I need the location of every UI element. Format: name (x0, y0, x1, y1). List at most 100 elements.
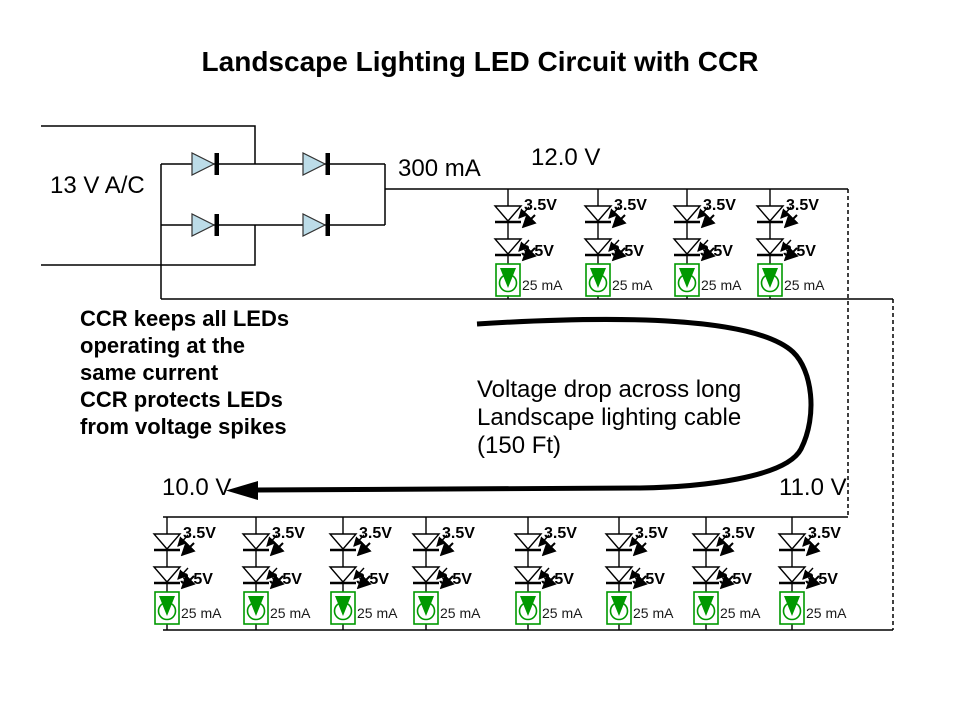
led-triangle (328, 566, 358, 584)
led-triangle (152, 533, 182, 551)
led-triangle (411, 566, 441, 584)
led-emission-arrow-icon (436, 567, 448, 580)
led-triangle (604, 566, 634, 584)
cable-note-line: Voltage drop across long (477, 376, 742, 403)
led-triangle (672, 205, 702, 223)
arrowhead-icon (226, 481, 258, 500)
led-emission-arrow-icon (700, 246, 716, 262)
led-voltage-label: 3.5V (614, 197, 647, 214)
led-emission-arrow-icon (629, 567, 641, 580)
led-voltage-label: 3.5V (183, 525, 216, 542)
led-emission-arrow-icon (439, 574, 455, 590)
ccr-note-line: from voltage spikes (80, 414, 287, 439)
led-emission-arrow-icon (521, 213, 537, 229)
ac-source-label: 13 V A/C (50, 172, 145, 199)
led-voltage-label: 3.5V (722, 525, 755, 542)
led-voltage-label: 3.5V (632, 571, 665, 588)
led-emission-arrow-icon (697, 206, 709, 219)
led-emission-arrow-icon (436, 534, 448, 547)
led-voltage-label: 3.5V (544, 525, 577, 542)
led-emission-arrow-icon (716, 567, 728, 580)
led-emission-arrow-icon (700, 213, 716, 229)
led-emission-arrow-icon (802, 567, 814, 580)
led-emission-arrow-icon (716, 534, 728, 547)
led-emission-arrow-icon (541, 541, 557, 557)
cable-note-line: (150 Ft) (477, 432, 562, 459)
ccr-icon (413, 591, 439, 625)
led-emission-arrow-icon (353, 534, 365, 547)
led-emission-arrow-icon (783, 246, 799, 262)
ccr-current-label: 25 mA (806, 605, 847, 621)
led-voltage-label: 3.5V (700, 243, 733, 260)
led-emission-arrow-icon (805, 574, 821, 590)
led-emission-arrow-icon (783, 213, 799, 229)
led-triangle (691, 533, 721, 551)
led-voltage-label: 3.5V (783, 243, 816, 260)
ccr-arrow (698, 596, 714, 616)
led-triangle (691, 566, 721, 584)
ccr-note-line: CCR keeps all LEDs (80, 306, 290, 331)
ccr-note-line: same current (80, 360, 219, 385)
led-triangle (152, 566, 182, 584)
ccr-icon (779, 591, 805, 625)
ccr-current-label: 25 mA (542, 605, 583, 621)
led-emission-arrow-icon (611, 213, 627, 229)
top-section-voltage-label: 12.0 V (531, 144, 601, 171)
led-emission-arrow-icon (356, 541, 372, 557)
led-triangle (755, 238, 785, 256)
led-emission-arrow-icon (719, 574, 735, 590)
led-voltage-label: 3.5V (805, 571, 838, 588)
ccr-arrow (335, 596, 351, 616)
led-voltage-label: 3.5V (442, 525, 475, 542)
led-emission-arrow-icon (608, 206, 620, 219)
diode-icon (302, 152, 330, 176)
diode-icon (191, 152, 219, 176)
led-triangle (328, 533, 358, 551)
led-emission-arrow-icon (632, 541, 648, 557)
ccr-icon (585, 263, 611, 297)
led-triangle (755, 205, 785, 223)
led-emission-arrow-icon (541, 574, 557, 590)
led-emission-arrow-icon (180, 574, 196, 590)
led-emission-arrow-icon (611, 246, 627, 262)
ccr-arrow (418, 596, 434, 616)
led-emission-arrow-icon (805, 541, 821, 557)
ccr-note-text: CCR keeps all LEDs operating at the same… (80, 305, 289, 440)
led-emission-arrow-icon (780, 239, 792, 252)
led-emission-arrow-icon (802, 534, 814, 547)
led-emission-arrow-icon (608, 239, 620, 252)
ccr-arrow (784, 596, 800, 616)
ccr-arrow (679, 268, 695, 288)
ccr-icon (757, 263, 783, 297)
ccr-arrow (762, 268, 778, 288)
led-emission-arrow-icon (177, 567, 189, 580)
led-emission-arrow-icon (697, 239, 709, 252)
led-voltage-label: 3.5V (521, 243, 554, 260)
ccr-icon (330, 591, 356, 625)
led-voltage-label: 3.5V (635, 525, 668, 542)
ccr-icon (515, 591, 541, 625)
led-emission-arrow-icon (719, 541, 735, 557)
ccr-current-label: 25 mA (440, 605, 481, 621)
diode-icon (191, 213, 219, 237)
bottom-left-voltage-label: 10.0 V (162, 474, 232, 501)
diode-icon (302, 213, 330, 237)
led-voltage-label: 3.5V (703, 197, 736, 214)
led-voltage-label: 3.5V (611, 243, 644, 260)
ccr-current-label: 25 mA (720, 605, 761, 621)
ccr-current-label: 25 mA (270, 605, 311, 621)
led-emission-arrow-icon (518, 206, 530, 219)
ccr-note-line: CCR protects LEDs (80, 387, 283, 412)
ccr-icon (495, 263, 521, 297)
